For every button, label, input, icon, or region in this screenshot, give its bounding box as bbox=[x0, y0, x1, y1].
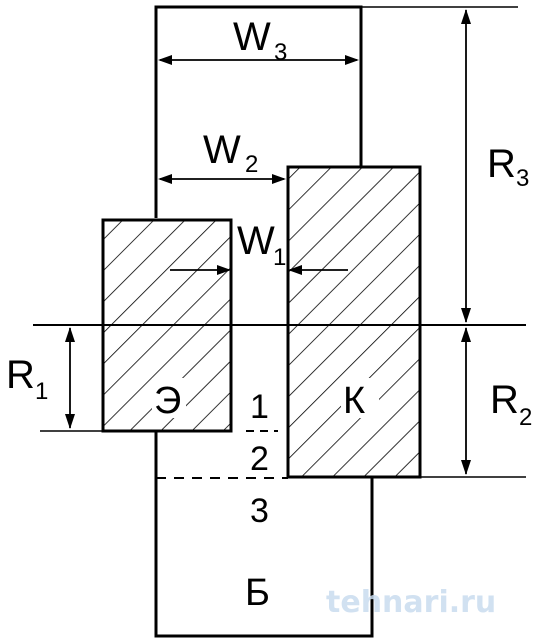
svg-text:W: W bbox=[237, 219, 275, 263]
r2-label: R 2 bbox=[490, 378, 532, 431]
watermark: tehnari.ru bbox=[326, 585, 496, 620]
svg-text:1: 1 bbox=[35, 378, 48, 405]
r3-dimension bbox=[461, 9, 471, 323]
svg-text:W: W bbox=[203, 128, 241, 172]
svg-text:W: W bbox=[233, 15, 271, 59]
r3-label: R 3 bbox=[487, 142, 529, 192]
collector-region bbox=[286, 165, 422, 479]
w2-dimension bbox=[158, 174, 286, 184]
collector-label: К bbox=[343, 380, 365, 422]
w3-dimension bbox=[158, 55, 359, 65]
svg-text:R: R bbox=[6, 353, 35, 397]
base-region-outline bbox=[154, 5, 374, 638]
w1-label: W 1 bbox=[237, 219, 286, 271]
svg-text:R: R bbox=[490, 378, 519, 422]
svg-text:1: 1 bbox=[273, 244, 286, 271]
svg-text:3: 3 bbox=[516, 165, 529, 192]
section-number-2: 2 bbox=[250, 440, 269, 478]
w2-label: W 2 bbox=[203, 128, 258, 178]
svg-text:R: R bbox=[487, 142, 516, 186]
collector-label-backing bbox=[341, 378, 379, 418]
svg-text:3: 3 bbox=[274, 39, 287, 66]
emitter-label: Э bbox=[154, 380, 181, 422]
w3-label: W 3 bbox=[233, 15, 287, 66]
section-number-1: 1 bbox=[250, 388, 269, 426]
r1-dimension bbox=[65, 327, 75, 429]
svg-text:2: 2 bbox=[519, 404, 532, 431]
r2-dimension bbox=[461, 327, 471, 475]
svg-text:2: 2 bbox=[245, 151, 258, 178]
emitter-label-backing bbox=[152, 378, 186, 418]
base-label: Б bbox=[245, 572, 270, 614]
section-number-3: 3 bbox=[250, 492, 269, 530]
w1-dimension bbox=[170, 265, 348, 275]
r1-label: R 1 bbox=[6, 353, 48, 405]
